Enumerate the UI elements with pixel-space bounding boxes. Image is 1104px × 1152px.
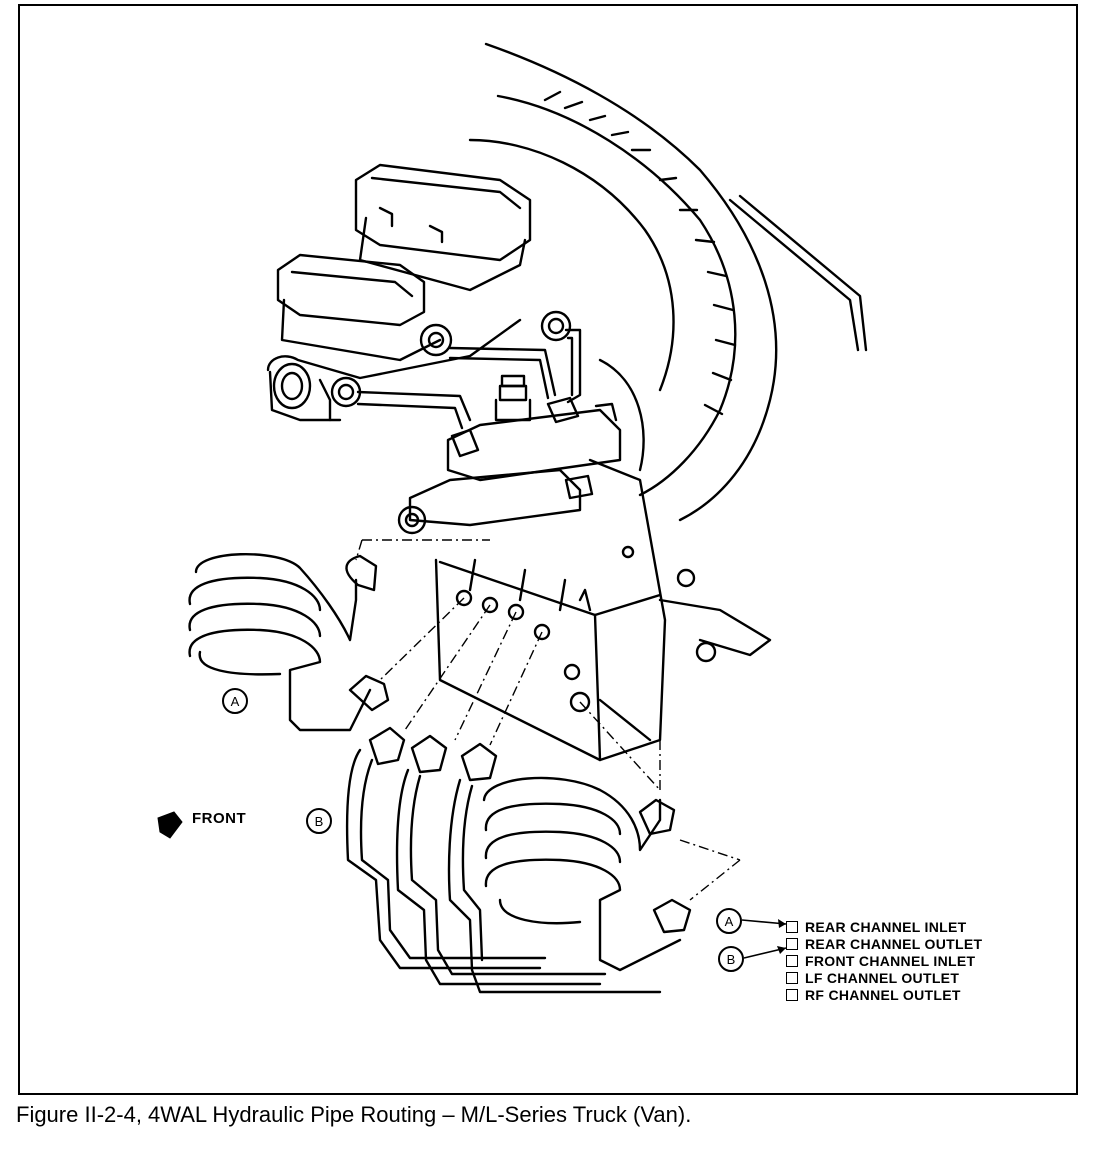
brake-lines-upper <box>330 310 582 430</box>
figure-frame <box>18 4 1078 1095</box>
legend-item: REAR CHANNEL INLET <box>786 918 1056 935</box>
legend-item: RF CHANNEL OUTLET <box>786 986 1056 1003</box>
legend-checkbox-icon <box>786 954 798 967</box>
front-arrow-icon <box>157 811 183 839</box>
legend-item-label: REAR CHANNEL OUTLET <box>805 935 983 952</box>
legend-item: LF CHANNEL OUTLET <box>786 969 1056 986</box>
coil-line-right <box>482 776 692 972</box>
legend-checkbox-icon <box>786 920 798 933</box>
master-cylinder <box>266 163 532 422</box>
legend-item-label: REAR CHANNEL INLET <box>805 918 967 935</box>
pipes-b <box>345 726 662 994</box>
combination-valve <box>397 374 622 535</box>
figure-caption: Figure II-2-4, 4WAL Hydraulic Pipe Routi… <box>16 1102 692 1127</box>
legend-callout-b: B <box>718 946 744 972</box>
legend-checkbox-icon <box>786 988 798 1001</box>
legend: REAR CHANNEL INLET REAR CHANNEL OUTLET F… <box>786 918 1056 1003</box>
front-label: FRONT <box>192 810 247 827</box>
coil-line-a <box>188 553 390 732</box>
legend-callout-a: A <box>716 908 742 934</box>
legend-item: REAR CHANNEL OUTLET <box>786 935 1056 952</box>
legend-item-label: FRONT CHANNEL INLET <box>805 952 976 969</box>
legend-checkbox-icon <box>786 971 798 984</box>
legend-checkbox-icon <box>786 937 798 950</box>
callout-a-left: A <box>222 688 248 714</box>
legend-item-label: RF CHANNEL OUTLET <box>805 986 961 1003</box>
callout-b-left: B <box>306 808 332 834</box>
legend-item-label: LF CHANNEL OUTLET <box>805 969 960 986</box>
brake-booster <box>468 42 868 522</box>
legend-item: FRONT CHANNEL INLET <box>786 952 1056 969</box>
